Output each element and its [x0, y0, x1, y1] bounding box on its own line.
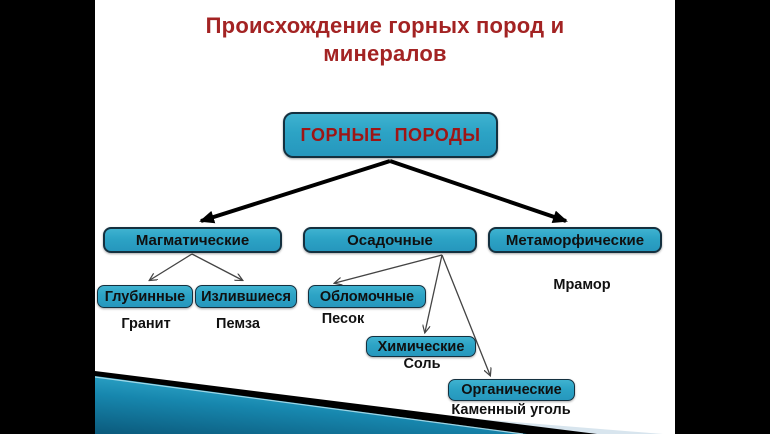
box-clastic-label: Обломочные: [319, 288, 415, 305]
label-marble: Мрамор: [553, 277, 611, 293]
teal-highlight-line: [95, 376, 524, 434]
label-granite: Гранит: [121, 316, 171, 332]
box-metamorphic: Метаморфические: [488, 227, 662, 253]
box-metamorphic-label: Метаморфические: [505, 231, 645, 249]
box-intrusive-label: Глубинные: [104, 288, 186, 305]
box-organic: Органические: [448, 379, 575, 401]
letterbox-left: [0, 0, 95, 434]
box-effusive-label: Излившиеся: [201, 288, 291, 305]
label-coal: Каменный уголь: [451, 402, 571, 418]
box-chemical-label: Химические: [377, 338, 465, 355]
corner-decoration: [95, 371, 663, 434]
letterbox-right: [675, 0, 770, 434]
arrow-magmatic-to-intrusive: [150, 253, 193, 280]
slide-title: Происхождение горных пород и минералов: [205, 13, 565, 66]
box-sedimentary-label: Осадочные: [347, 231, 433, 249]
box-sedimentary: Осадочные: [303, 227, 477, 253]
label-pumice: Пемза: [216, 316, 260, 332]
box-magmatic-label: Магматические: [135, 231, 250, 249]
arrow-sedimentary-to-chemical: [425, 254, 443, 332]
arrow-sedimentary-to-clastic: [335, 254, 443, 283]
arrow-sedimentary-to-organic: [441, 254, 490, 375]
box-clastic: Обломочные: [308, 285, 426, 308]
slide: Происхождение горных пород и минералов Г…: [95, 0, 675, 434]
box-intrusive: Глубинные: [97, 285, 193, 308]
arrow-root-to-metamorphic: [389, 159, 568, 223]
box-chemical: Химические: [366, 336, 476, 357]
arrow-root-to-magmatic: [199, 159, 391, 224]
box-magmatic: Магматические: [103, 227, 282, 253]
root-box-label: ГОРНЫЕ ПОРОДЫ: [300, 124, 481, 145]
teal-triangle: [95, 376, 527, 434]
arrow-magmatic-to-effusive: [191, 253, 242, 280]
label-sand: Песок: [321, 311, 365, 327]
box-organic-label: Органические: [461, 382, 562, 398]
box-effusive: Излившиеся: [195, 285, 297, 308]
root-box-rocks: ГОРНЫЕ ПОРОДЫ: [283, 112, 498, 158]
label-salt: Соль: [403, 356, 441, 372]
connector-arrows: [95, 159, 568, 434]
